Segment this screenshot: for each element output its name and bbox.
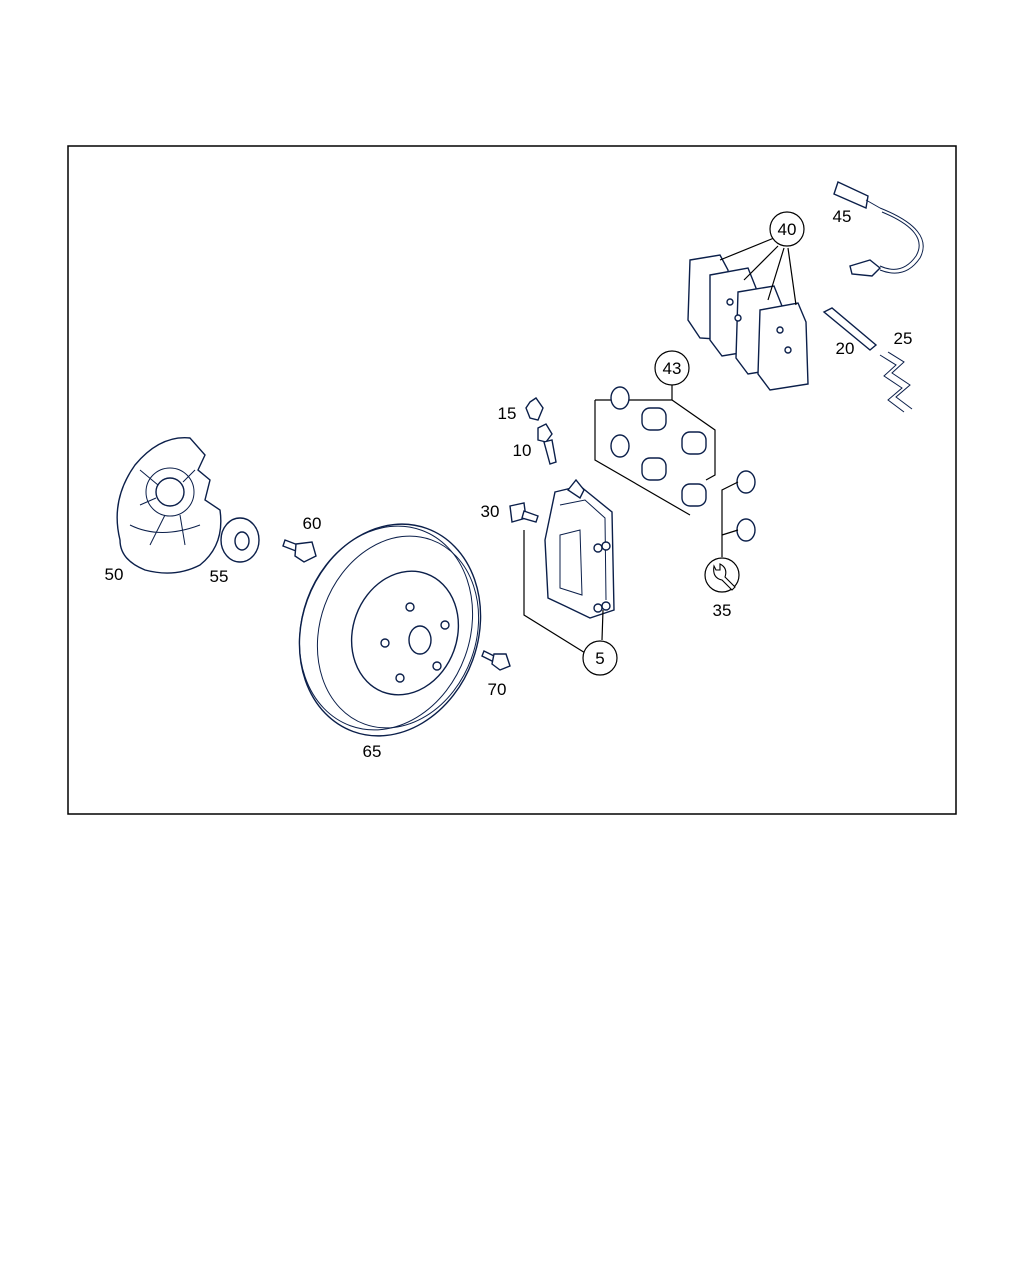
callout-circle-5 (582, 640, 618, 676)
callout-circle-40 (769, 211, 805, 247)
part-washer (220, 517, 260, 563)
label-30: 30 (481, 502, 500, 521)
part-bolt-60 (282, 539, 317, 563)
label-40: 40 (778, 220, 797, 239)
part-brake-pads (687, 254, 809, 391)
leader-35 (721, 481, 739, 557)
label-60: 60 (303, 514, 322, 533)
part-dust-shield (116, 437, 222, 574)
part-bolt-30 (509, 502, 539, 523)
part-cap-15 (525, 397, 544, 421)
label-50: 50 (105, 565, 124, 584)
wrench-icon (713, 563, 736, 591)
label-5: 5 (595, 649, 604, 668)
leader-5 (523, 530, 604, 657)
part-spring-clip (879, 351, 913, 413)
label-43: 43 (663, 359, 682, 378)
label-45: 45 (833, 207, 852, 226)
part-piston-kit (594, 386, 756, 542)
label-55: 55 (210, 567, 229, 586)
label-15: 15 (498, 404, 517, 423)
part-screw-70 (481, 650, 511, 671)
label-35: 35 (713, 601, 732, 620)
part-brake-disc (298, 523, 482, 737)
label-10: 10 (513, 441, 532, 460)
leader-40 (719, 237, 797, 306)
callout-circle-43 (654, 350, 690, 386)
label-70: 70 (488, 680, 507, 699)
label-65: 65 (363, 742, 382, 761)
part-bleeder-10 (537, 423, 557, 465)
part-caliper (544, 478, 615, 619)
label-25: 25 (894, 329, 913, 348)
diagram-frame (67, 145, 957, 815)
label-20: 20 (836, 339, 855, 358)
part-wear-sensor (833, 181, 924, 277)
part-pin (822, 307, 878, 351)
